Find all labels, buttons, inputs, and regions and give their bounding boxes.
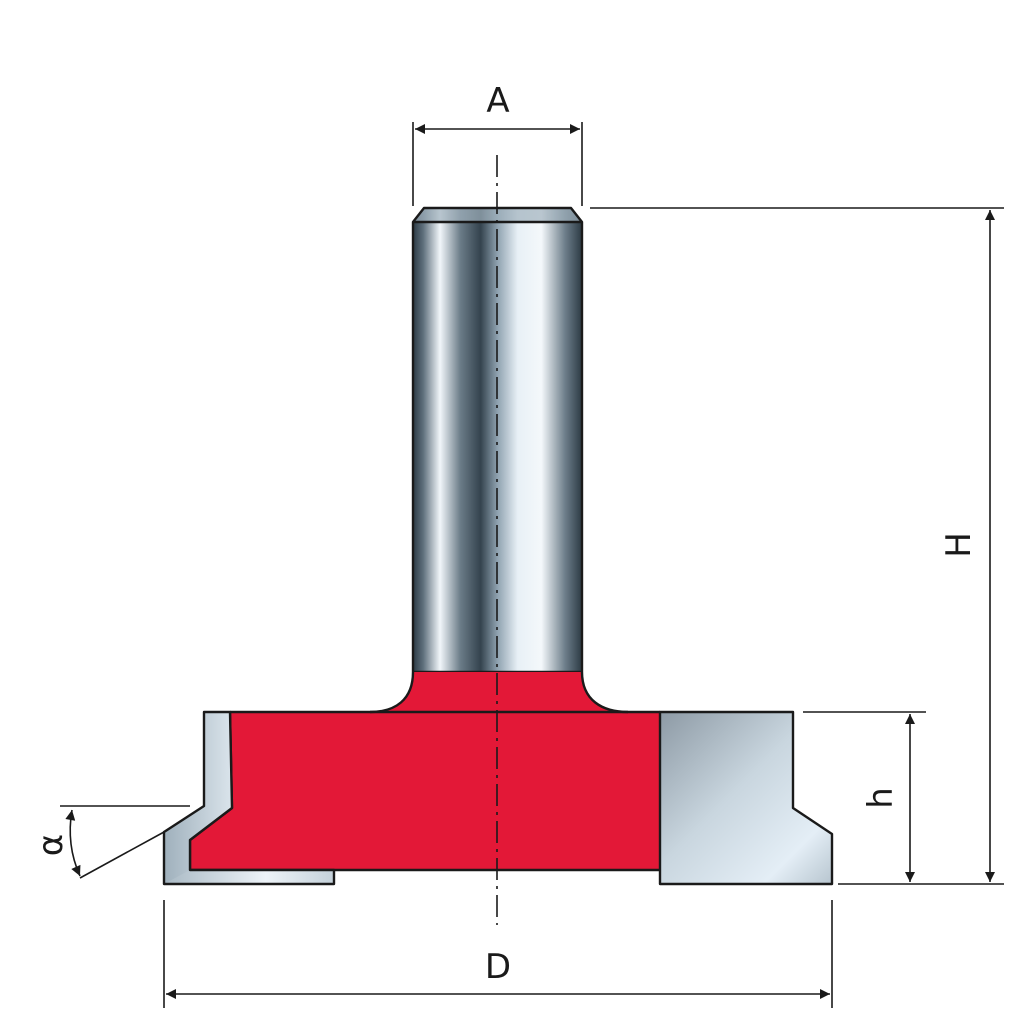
dimension-d-label: D: [485, 947, 511, 987]
dimension-h-total-label: H: [939, 532, 979, 558]
dimension-alpha-label: α: [31, 834, 71, 856]
left-tip-face: [164, 712, 334, 884]
body-flange: [190, 712, 660, 870]
right-tip-face: [660, 712, 832, 884]
body-fillet: [370, 672, 628, 712]
dimension-h-total: H: [590, 207, 1004, 885]
shank-body: [413, 208, 582, 672]
shank: [411, 206, 584, 674]
dimension-a: A: [412, 81, 583, 206]
dimension-a-label: A: [486, 81, 509, 121]
shank-chamfer: [413, 208, 582, 222]
dimension-h-cutting-label: h: [861, 787, 901, 809]
dimension-alpha: α: [31, 805, 190, 879]
dimension-d: D: [163, 900, 833, 1008]
left-tip-bottom-edge: [164, 870, 334, 884]
left-carbide-tip: [162, 710, 336, 886]
right-carbide-tip: [658, 710, 834, 886]
cutter-body: [188, 671, 660, 872]
dimension-h-cutting: h: [803, 711, 926, 882]
